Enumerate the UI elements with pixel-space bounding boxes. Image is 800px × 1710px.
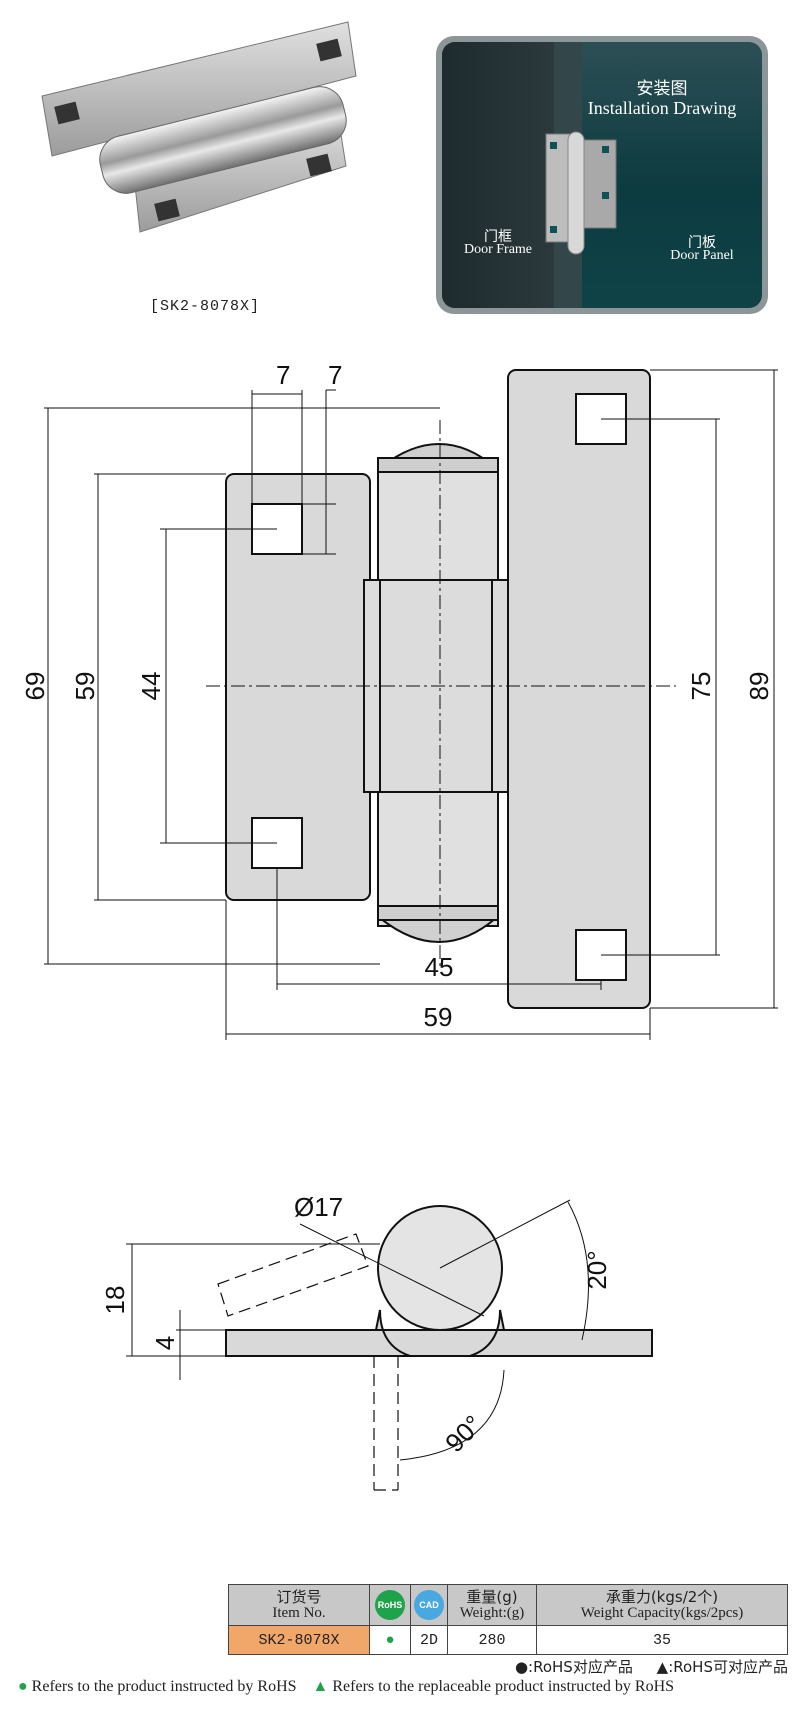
cell-rohs: ● (369, 1625, 411, 1655)
side-view-drawing: Ø17 18 4 20° 90° (100, 1192, 653, 1491)
product-photo (41, 21, 357, 233)
cell-weight: 280 (447, 1625, 537, 1655)
door-panel-label-en: Door Panel (670, 248, 734, 263)
header-item: 订货号 Item No. (228, 1584, 370, 1626)
cell-item: SK2-8078X (228, 1625, 370, 1655)
legend-rohs-cn: ●:RoHS对应产品 (514, 1658, 633, 1676)
header-cad: CAD (410, 1584, 448, 1626)
dim-overall-left: 69 (20, 672, 50, 701)
door-frame-label-cn: 门框 (484, 229, 512, 245)
dim-hole-width: 7 (276, 360, 290, 390)
rohs-dot-icon: ● (18, 1678, 28, 1695)
dim-angle-open: 20° (582, 1250, 612, 1289)
header-rohs: RoHS (369, 1584, 411, 1626)
product-caption: [SK2-8078X] (149, 298, 261, 315)
dim-left-leaf: 59 (70, 672, 100, 701)
dim-overall-width: 59 (424, 1002, 453, 1032)
spec-table: 订货号 Item No. RoHS CAD 重量(g) Weight:(g) 承… (228, 1584, 788, 1655)
legend-cn: ●:RoHS对应产品 ▲:RoHS可对应产品 (515, 1656, 788, 1677)
cell-capacity: 35 (536, 1625, 788, 1655)
cell-cad: 2D (410, 1625, 448, 1655)
dim-thickness: 4 (150, 1336, 180, 1350)
dim-hole-height: 7 (328, 360, 342, 390)
dim-right-holes: 75 (686, 672, 716, 701)
cad-icon: CAD (414, 1590, 444, 1620)
legend-en: ● Refers to the product instructed by Ro… (18, 1678, 674, 1696)
dim-left-holes: 44 (136, 672, 166, 701)
dim-diameter: Ø17 (294, 1192, 343, 1222)
door-panel-label-cn: 门板 (688, 235, 716, 251)
dim-hole-span: 45 (425, 952, 454, 982)
front-view-drawing: 7 7 69 59 44 75 89 45 59 (20, 360, 778, 1040)
rohs-icon: RoHS (375, 1590, 405, 1620)
header-capacity: 承重力(kgs/2个) Weight Capacity(kgs/2pcs) (536, 1584, 788, 1626)
door-frame-label-en: Door Frame (463, 242, 533, 257)
replace-triangle-icon: ▲ (312, 1678, 329, 1695)
installed-hinge-icon (545, 42, 617, 308)
header-weight: 重量(g) Weight:(g) (447, 1584, 537, 1626)
install-title-en: Installation Drawing (587, 98, 737, 118)
right-leaf (507, 369, 651, 1009)
dim-angle-rotation: 90° (439, 1409, 488, 1458)
dim-side-height: 18 (100, 1286, 130, 1315)
installation-scene: 安装图 Installation Drawing 门框 Door Frame 门… (442, 42, 762, 308)
legend-replace-en: Refers to the replaceable product instru… (332, 1678, 675, 1695)
installation-drawing: 安装图 Installation Drawing 门框 Door Frame 门… (436, 36, 768, 314)
install-title-cn: 安装图 (636, 79, 688, 99)
legend-rohs-en: Refers to the product instructed by RoHS (31, 1678, 297, 1695)
spec-table-header: 订货号 Item No. RoHS CAD 重量(g) Weight:(g) 承… (228, 1584, 788, 1626)
door-frame-shape (442, 42, 554, 308)
dim-right-leaf: 89 (744, 672, 774, 701)
legend-replace-cn: ▲:RoHS可对应产品 (656, 1658, 788, 1676)
table-row: SK2-8078X ● 2D 280 35 (228, 1625, 788, 1655)
